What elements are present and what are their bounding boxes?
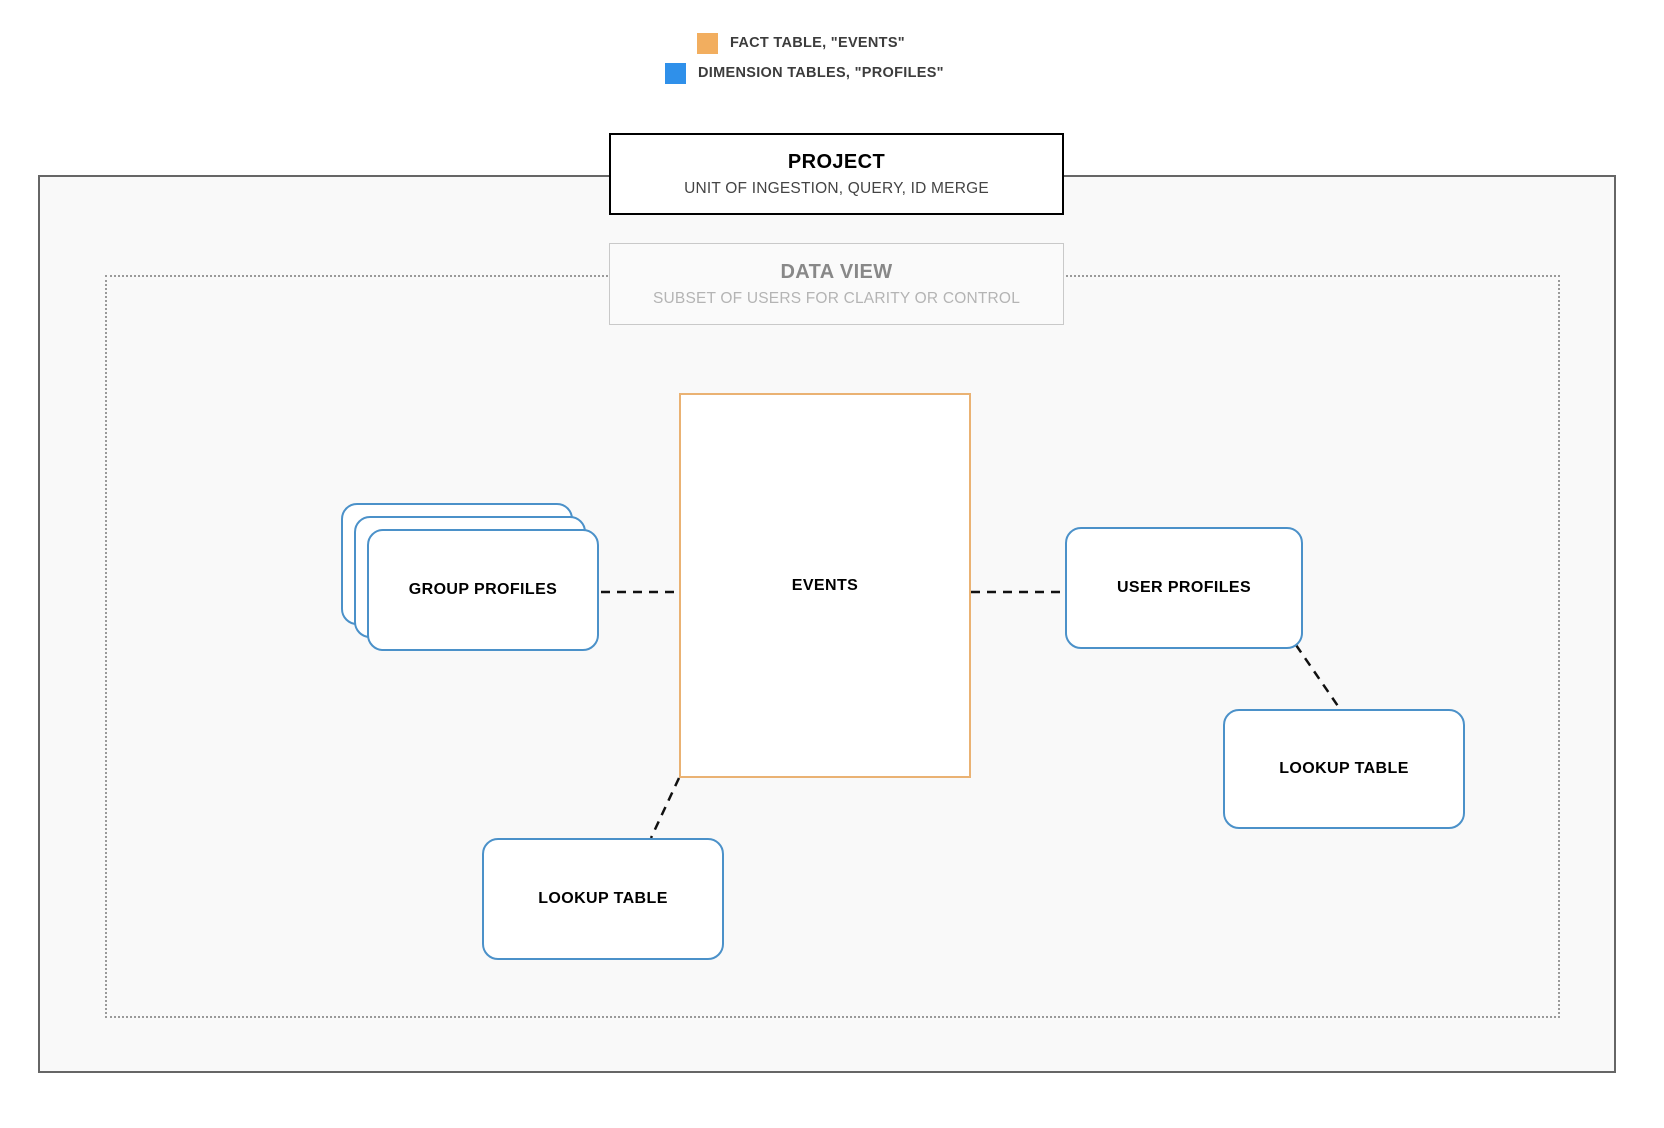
- legend-label-dimension-tables: DIMENSION TABLES, "PROFILES": [698, 65, 944, 81]
- legend: FACT TABLE, "EVENTS" DIMENSION TABLES, "…: [0, 28, 1664, 88]
- node-user-profiles-label: USER PROFILES: [1116, 579, 1252, 596]
- node-lookup-table-right[interactable]: LOOKUP TABLE: [1223, 709, 1465, 829]
- data-view-title: DATA VIEW: [780, 260, 893, 283]
- data-view-header-box: DATA VIEW SUBSET OF USERS FOR CLARITY OR…: [609, 243, 1064, 325]
- node-group-profiles-label: GROUP PROFILES: [408, 581, 558, 598]
- project-title: PROJECT: [787, 150, 886, 173]
- node-group-profiles[interactable]: GROUP PROFILES: [341, 503, 601, 653]
- legend-item-dimension-tables: DIMENSION TABLES, "PROFILES": [0, 58, 1664, 88]
- node-user-profiles[interactable]: USER PROFILES: [1065, 527, 1303, 649]
- orange-square-swatch-icon: [697, 32, 718, 54]
- data-view-subtitle: SUBSET OF USERS FOR CLARITY OR CONTROL: [652, 289, 1021, 307]
- node-events[interactable]: EVENTS: [679, 393, 971, 778]
- legend-item-fact-table: FACT TABLE, "EVENTS": [0, 28, 1664, 58]
- node-events-label: EVENTS: [791, 576, 859, 594]
- node-lookup-table-right-label: LOOKUP TABLE: [1279, 760, 1409, 777]
- legend-label-fact-table: FACT TABLE, "EVENTS": [730, 35, 905, 51]
- blue-square-swatch-icon: [665, 62, 686, 84]
- node-lookup-table-left-label: LOOKUP TABLE: [538, 890, 668, 907]
- project-header-box: PROJECT UNIT OF INGESTION, QUERY, ID MER…: [609, 133, 1064, 215]
- project-subtitle: UNIT OF INGESTION, QUERY, ID MERGE: [684, 179, 989, 197]
- group-profiles-stack-card-front[interactable]: GROUP PROFILES: [367, 529, 599, 651]
- node-lookup-table-left[interactable]: LOOKUP TABLE: [482, 838, 724, 960]
